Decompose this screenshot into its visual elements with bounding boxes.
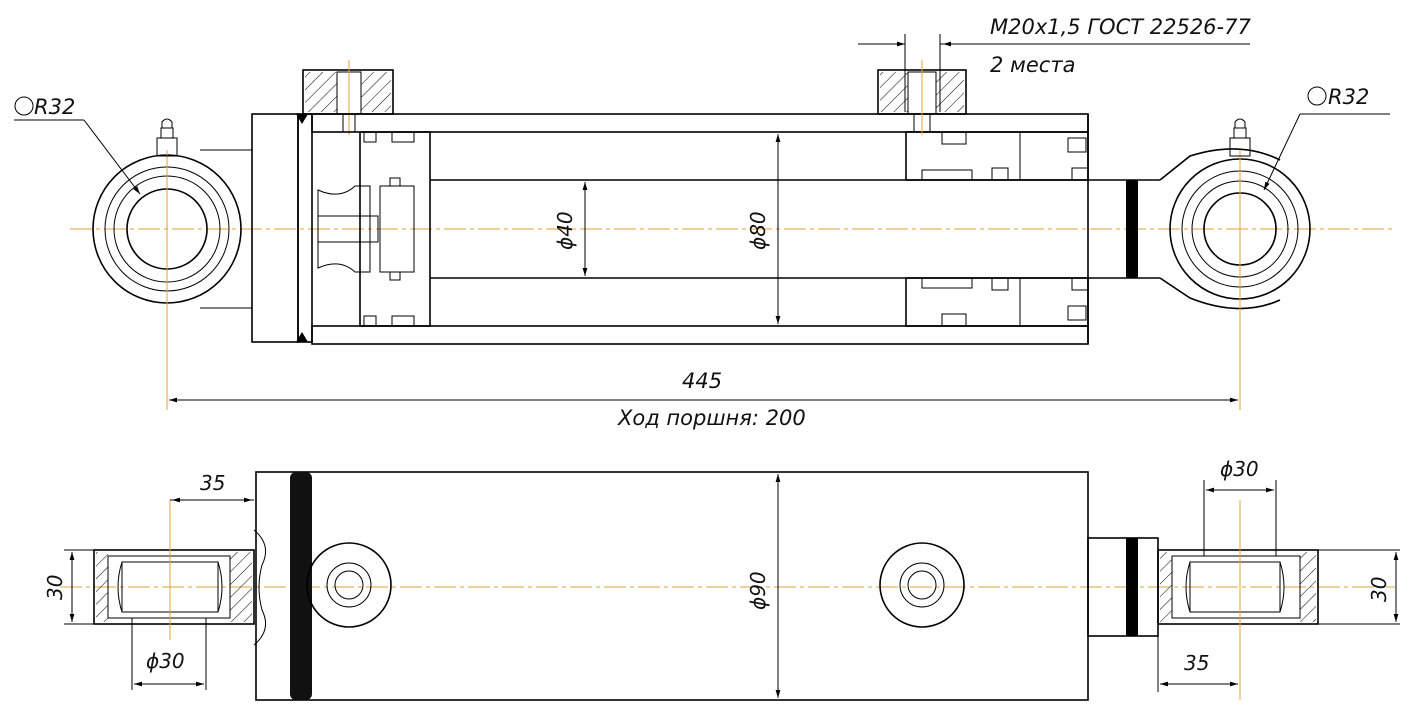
eye-thickness-right-label: 30 bbox=[1367, 577, 1391, 602]
eye-thickness-left-label: 30 bbox=[43, 575, 67, 600]
bore-diameter-label: ϕ80 bbox=[746, 211, 770, 250]
cylinder-body-plan bbox=[255, 471, 1089, 701]
lug-width-left-label: 35 bbox=[200, 471, 225, 495]
body-diameter-label: ϕ90 bbox=[746, 571, 770, 610]
pin-dia-left-label: ϕ30 bbox=[146, 649, 185, 673]
radius-left-callout: R32 bbox=[14, 95, 141, 195]
left-grease-nipple bbox=[156, 118, 178, 157]
left-lug bbox=[93, 500, 267, 646]
bottom-plan-view: 35 ϕ30 30 ϕ90 ϕ30 30 35 bbox=[43, 457, 1400, 701]
pin-dia-right-label: ϕ30 bbox=[1220, 457, 1259, 481]
rod-diameter-label: ϕ40 bbox=[553, 211, 577, 250]
radius-right-label: R32 bbox=[1328, 85, 1369, 109]
rod-gland bbox=[905, 131, 1089, 327]
right-lug-plan bbox=[1087, 500, 1319, 700]
right-port-boss bbox=[877, 60, 967, 135]
radius-left-label: R32 bbox=[34, 95, 75, 119]
lug-width-right-label: 35 bbox=[1184, 651, 1209, 675]
radius-right-callout: R32 bbox=[1263, 85, 1390, 191]
stroke-label: Ход поршня: 200 bbox=[617, 406, 806, 430]
places-label: 2 места bbox=[990, 53, 1075, 77]
right-grease-nipple bbox=[1229, 118, 1251, 157]
top-section-view: ϕ40 ϕ80 M20x1,5 ГОСТ 22526-77 2 места R3… bbox=[14, 15, 1395, 430]
right-eye bbox=[1159, 148, 1311, 410]
left-eye bbox=[92, 149, 252, 410]
left-port-boss bbox=[302, 60, 394, 135]
rear-end-cap bbox=[251, 113, 361, 343]
overall-length-label: 445 bbox=[682, 369, 722, 393]
piston bbox=[317, 131, 431, 327]
thread-spec-label: M20x1,5 ГОСТ 22526-77 bbox=[990, 15, 1251, 39]
